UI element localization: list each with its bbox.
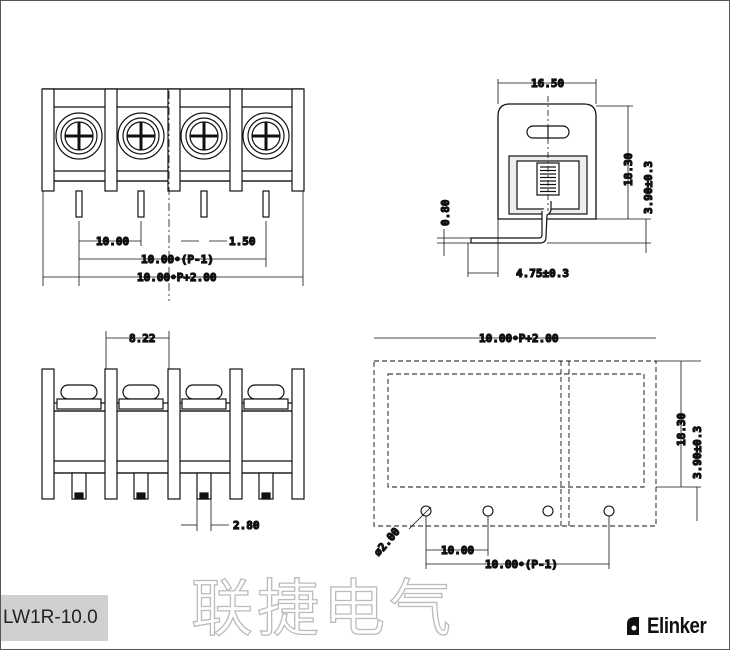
pcb-hole	[603, 505, 615, 517]
dim-overall-length: 10.00•P+2.00	[137, 271, 216, 284]
rear-view	[41, 368, 305, 500]
screw-head	[60, 117, 98, 155]
barrier	[167, 368, 181, 500]
dim-barrier-spacing: 8.22	[129, 332, 156, 345]
dim-pin-thickness: 0.80	[439, 200, 452, 227]
barrier	[291, 88, 305, 192]
pin-tip	[74, 492, 84, 500]
barrier	[229, 88, 243, 192]
dim-pitch-span: 10.00•(P-1)	[141, 253, 214, 266]
pin-tip	[199, 492, 209, 500]
dim-pin-length: 3.90±0.3	[642, 161, 655, 214]
dim-pcb-pin-length: 3.90±0.3	[691, 426, 704, 479]
pcb-hole	[482, 505, 494, 517]
brand-mark-icon	[627, 617, 640, 635]
pcb-holes	[420, 505, 615, 517]
front-view	[41, 88, 305, 218]
screw-head-side	[247, 384, 285, 400]
screw-head-side	[122, 384, 160, 400]
pcb-dimensions	[374, 337, 701, 569]
rear-dimensions	[105, 331, 229, 531]
side-section-view	[470, 103, 597, 244]
barrier	[167, 88, 181, 192]
front-dimensions	[42, 91, 304, 301]
dim-pin-spacing: 2.80	[233, 519, 260, 532]
screw-head	[122, 117, 160, 155]
barrier	[104, 368, 118, 500]
pcb-layout	[373, 360, 657, 527]
model-label: LW1R-10.0	[1, 595, 108, 641]
screw-slot	[190, 122, 218, 150]
dim-pcb-pitch-span: 10.00•(P-1)	[485, 558, 558, 571]
clamp	[243, 398, 289, 410]
brand-name: Elinker	[647, 613, 707, 638]
screw-head	[185, 117, 223, 155]
dim-pin-width: 1.50	[229, 235, 256, 248]
clamp	[56, 398, 102, 410]
barrier	[104, 88, 118, 192]
dim-pcb-length: 10.00•P+2.00	[479, 332, 558, 345]
dim-pcb-pitch: 10.00	[441, 544, 474, 557]
dim-pin-offset: 4.75±0.3	[516, 267, 569, 280]
clamp	[181, 398, 227, 410]
screw-slot	[252, 122, 280, 150]
pin	[137, 190, 145, 218]
barrier	[291, 368, 305, 500]
screw-head-side	[60, 384, 98, 400]
dim-hole-diameter: ⌀2.00	[371, 525, 402, 559]
dim-pitch: 10.00	[96, 235, 129, 248]
pin-tip	[136, 492, 146, 500]
barrier	[41, 368, 55, 500]
pcb-hole	[542, 505, 554, 517]
watermark: 联捷电气	[190, 572, 456, 645]
barrier	[229, 368, 243, 500]
screw-slot	[65, 122, 93, 150]
side-dimensions	[437, 79, 651, 277]
screw-slot	[127, 122, 155, 150]
pin	[262, 190, 270, 218]
clamp	[118, 398, 164, 410]
screw-head-side	[185, 384, 223, 400]
barrier	[41, 88, 55, 192]
screw-head	[247, 117, 285, 155]
pin	[75, 190, 83, 218]
pin-tip	[261, 492, 271, 500]
dim-pcb-height: 18.30	[675, 413, 688, 446]
pcb-hole	[420, 505, 432, 517]
pin	[200, 190, 208, 218]
dim-width: 16.50	[531, 77, 564, 90]
brand-logo: Elinker	[625, 613, 717, 639]
dim-height: 18.30	[622, 153, 635, 186]
